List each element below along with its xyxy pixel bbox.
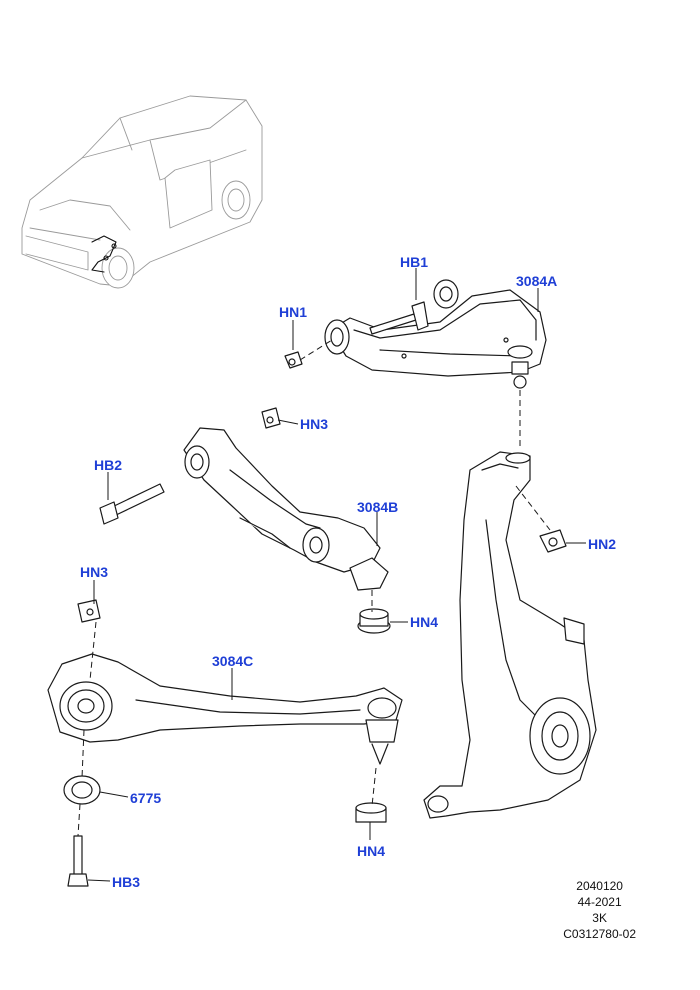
callout-hn1: HN1: [279, 304, 308, 320]
bolt-hb3: [67, 835, 89, 887]
info-line-2: 44-2021: [577, 895, 622, 909]
assembly-centerlines: [77, 339, 551, 837]
nut-hn4-low: [355, 802, 387, 823]
callout-3084c: 3084C: [212, 653, 254, 669]
bolt-hb2: [99, 483, 165, 525]
nut-hn4-mid: [357, 608, 391, 634]
vehicle-highlight-parts: [91, 235, 117, 273]
callout-hn2: HN2: [588, 536, 617, 552]
steering-knuckle: [423, 451, 597, 819]
info-line-1: 2040120: [576, 879, 623, 893]
callout-hn3-low: HN3: [80, 564, 109, 580]
callout-hn4-mid: HN4: [410, 614, 439, 630]
vehicle-locator-illustration: [21, 95, 263, 289]
callout-hb2: HB2: [94, 457, 123, 473]
lower-arm-3084b: [183, 427, 389, 591]
bolt-hb1: [369, 301, 429, 335]
callout-leaders: [87, 268, 586, 882]
callout-hn4-low: HN4: [357, 843, 386, 859]
drawing-info-block: 2040120 44-2021 3K C0312780-02: [563, 878, 636, 942]
nut-hn2: [539, 529, 567, 553]
callout-3084b: 3084B: [357, 499, 399, 515]
callout-hb3: HB3: [112, 874, 141, 890]
callout-6775: 6775: [130, 790, 162, 806]
callout-hn3-top: HN3: [300, 416, 329, 432]
nut-hn3-low: [77, 599, 101, 623]
nut-hn1: [284, 351, 303, 369]
upper-control-arm-3084a: [324, 279, 547, 389]
lower-arm-3084c: [47, 653, 403, 765]
nut-hn3-top: [261, 407, 281, 429]
info-line-4: C0312780-02: [563, 927, 636, 941]
callout-hb1: HB1: [400, 254, 429, 270]
info-line-3: 3K: [592, 911, 607, 925]
callout-3084a: 3084A: [516, 273, 558, 289]
bushing-6775: [63, 775, 101, 805]
